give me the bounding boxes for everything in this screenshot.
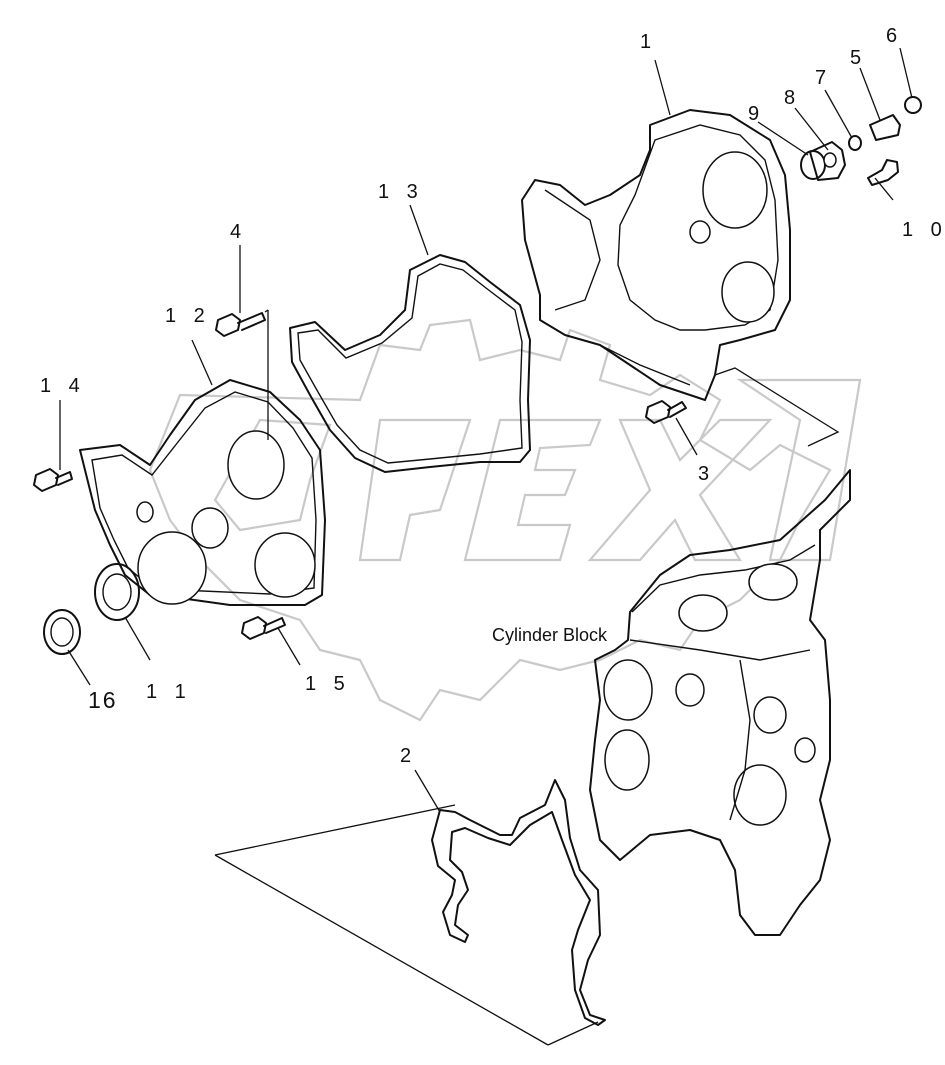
part-3-bolt — [645, 400, 671, 424]
callout-4: 4 — [230, 221, 247, 243]
callout-13: 1 3 — [378, 181, 424, 203]
front-cover — [79, 379, 326, 606]
callout-11: 1 1 — [146, 681, 192, 703]
callout-7: 7 — [815, 67, 832, 89]
leader-lines — [59, 47, 913, 813]
opex-watermark — [148, 318, 862, 722]
gear-housing — [521, 109, 791, 401]
callout-labels: 1 2 3 4 5 6 7 8 9 1 0 1 1 1 2 1 3 1 4 1 … — [40, 25, 945, 767]
front-cover-gasket — [289, 254, 531, 473]
cylinder-block — [589, 469, 851, 936]
part-4-bolt — [215, 313, 241, 337]
callout-16: 16 — [88, 687, 118, 713]
callout-1: 1 — [640, 31, 657, 53]
part-8-flange — [809, 141, 846, 181]
part-10-bolt — [867, 159, 899, 186]
part-14-bolt — [33, 468, 59, 492]
callout-14: 1 4 — [40, 375, 86, 397]
part-6-washer — [904, 96, 922, 114]
callout-12: 1 2 — [165, 305, 211, 327]
callout-10: 1 0 — [902, 219, 945, 241]
part-15-bolt — [241, 616, 267, 640]
part-16-seal — [43, 609, 81, 655]
callout-9: 9 — [748, 103, 765, 125]
rear-gasket — [431, 779, 606, 1026]
callout-3: 3 — [698, 463, 715, 485]
bolts — [33, 312, 687, 640]
callout-5: 5 — [850, 47, 867, 69]
callout-15: 1 5 — [305, 673, 351, 695]
callout-2: 2 — [400, 745, 417, 767]
callout-6: 6 — [886, 25, 903, 47]
part-7-o-ring — [848, 135, 862, 151]
assembly-reference-lines — [214, 309, 840, 1046]
plug-and-bolt-group — [800, 96, 922, 186]
part-5-plug — [869, 114, 901, 141]
seals — [43, 563, 140, 655]
part-11-oil-seal — [94, 563, 140, 621]
callout-8: 8 — [784, 87, 801, 109]
cylinder-block-label: Cylinder Block — [492, 625, 608, 645]
